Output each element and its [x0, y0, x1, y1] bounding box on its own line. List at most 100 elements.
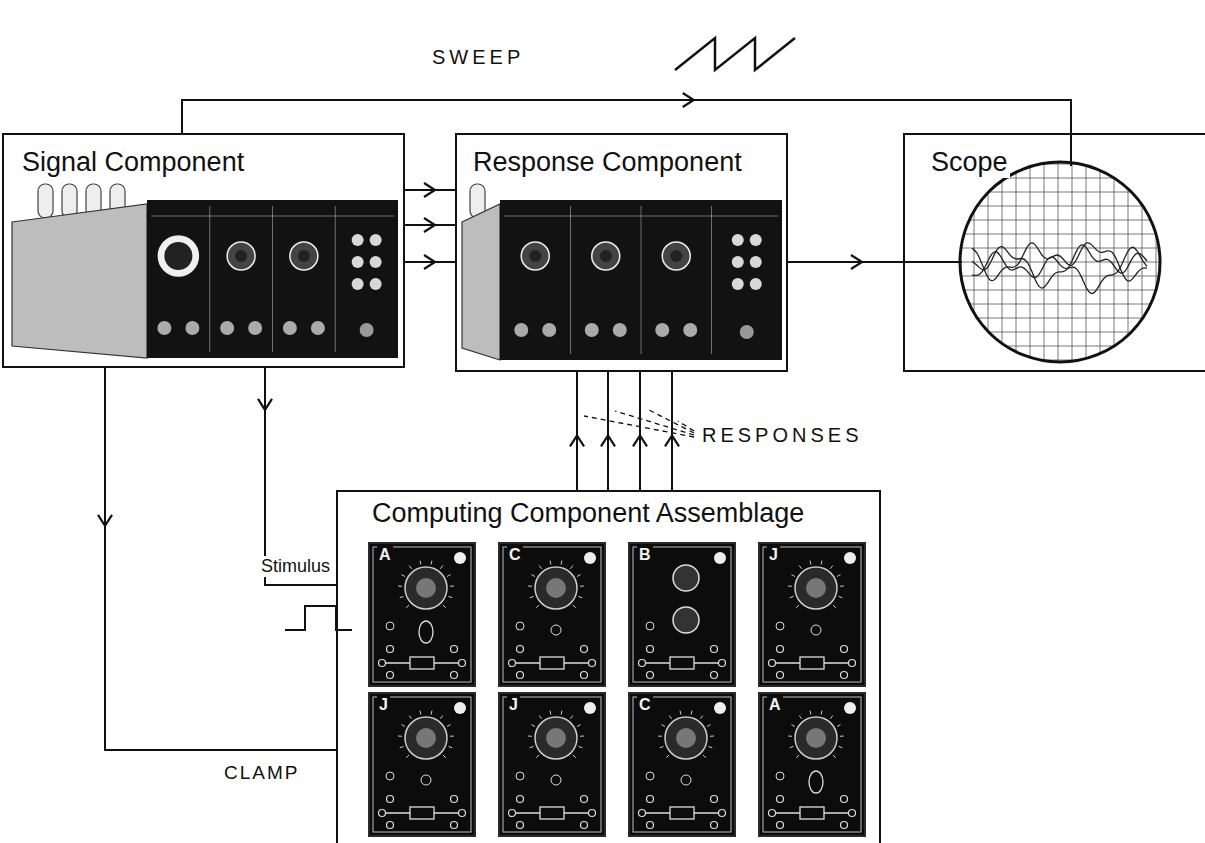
- switch-symbol: [419, 621, 433, 643]
- panel-rule: [209, 206, 210, 352]
- terminal: [711, 646, 718, 653]
- terminal: [459, 810, 466, 817]
- panel-rule: [272, 206, 273, 352]
- terminal: [581, 796, 588, 803]
- dial-knob: [164, 242, 192, 270]
- toggle-switch: [360, 323, 374, 337]
- switch-symbol: [809, 771, 823, 793]
- arrow-head: [633, 435, 647, 446]
- toggle-switch: [248, 321, 262, 335]
- illustrations: [12, 134, 1162, 364]
- dial-knob: [416, 728, 436, 748]
- terminal: [777, 822, 784, 829]
- dial-tick: [400, 596, 404, 597]
- scope-box: Scope: [903, 133, 1205, 372]
- dial-tick: [810, 711, 812, 715]
- dial-knob: [535, 567, 577, 609]
- connector-line: [105, 368, 336, 750]
- dial-knob: [298, 250, 310, 262]
- dial-tick: [791, 725, 795, 727]
- dial-tick: [531, 725, 535, 727]
- grid-line: [958, 262, 1162, 263]
- dial-tick: [539, 716, 541, 719]
- dial-tick: [840, 586, 844, 587]
- dial-knob: [235, 250, 247, 262]
- signal-connector: [405, 255, 455, 269]
- dial-tick: [570, 716, 572, 719]
- leader-line: [615, 411, 694, 435]
- pilot-light: [584, 552, 596, 564]
- module-frame: [633, 547, 731, 682]
- dial-tick: [790, 746, 794, 747]
- dial-knob: [670, 250, 682, 262]
- dial-tick: [561, 711, 563, 715]
- terminal: [509, 660, 516, 667]
- toggle-switch: [283, 321, 297, 335]
- signal-connector: [601, 372, 615, 490]
- dial-tick: [528, 586, 532, 587]
- dial-tick: [578, 596, 582, 597]
- terminal: [517, 646, 524, 653]
- terminal: [517, 672, 524, 679]
- dial-tick: [577, 575, 581, 577]
- terminal: [451, 822, 458, 829]
- pilot-light: [844, 702, 856, 714]
- dial-tick: [810, 561, 812, 565]
- dial-tick: [431, 561, 433, 565]
- dial-knob: [529, 250, 541, 262]
- dial-tick: [443, 605, 446, 608]
- terminal: [509, 810, 516, 817]
- jack: [646, 622, 654, 630]
- dial-tick: [400, 746, 404, 747]
- dial-tick: [561, 561, 563, 565]
- scope-trace: [972, 247, 1147, 293]
- panel-rule: [335, 206, 336, 352]
- scope-screen: [904, 134, 1162, 364]
- dial-tick: [700, 716, 702, 719]
- push-button: [750, 278, 762, 290]
- signal-connector: [405, 218, 455, 232]
- push-button: [370, 278, 382, 290]
- dial-knob: [405, 567, 447, 609]
- terminal: [379, 810, 386, 817]
- arrow-head: [570, 435, 584, 446]
- computing-module: C: [498, 542, 606, 687]
- terminal: [517, 796, 524, 803]
- dial-tick: [550, 711, 552, 715]
- dial-knob: [662, 242, 690, 270]
- dial-tick: [661, 725, 665, 727]
- dial-knob: [535, 717, 577, 759]
- dial-knob: [405, 717, 447, 759]
- grid-line: [958, 318, 1162, 319]
- jack: [681, 775, 691, 785]
- dial-knob: [795, 567, 837, 609]
- component-box: Signal Component: [2, 133, 405, 368]
- dial-tick: [796, 755, 799, 758]
- dial-tick: [401, 725, 405, 727]
- signal-label: SWEEP: [430, 46, 526, 69]
- push-button: [732, 234, 744, 246]
- terminal: [841, 672, 848, 679]
- arrow-head: [424, 218, 435, 232]
- connector-line: [607, 372, 609, 490]
- module-letter: J: [507, 696, 520, 714]
- module-letter: J: [767, 546, 780, 564]
- terminal: [387, 646, 394, 653]
- dial-tick: [528, 736, 532, 737]
- computing-module: B: [628, 542, 736, 687]
- module-panel-art: [370, 694, 474, 835]
- terminal: [459, 660, 466, 667]
- terminal: [517, 822, 524, 829]
- dial-tick: [447, 725, 451, 727]
- dial-tick: [573, 605, 576, 608]
- computing-module: A: [368, 542, 476, 687]
- signal-connector: [258, 368, 336, 585]
- dial-tick: [450, 586, 454, 587]
- dial-tick: [796, 605, 799, 608]
- pilot-light: [454, 702, 466, 714]
- terminal: [387, 796, 394, 803]
- jack: [551, 775, 561, 785]
- front-panel: [500, 200, 782, 360]
- terminal: [769, 810, 776, 817]
